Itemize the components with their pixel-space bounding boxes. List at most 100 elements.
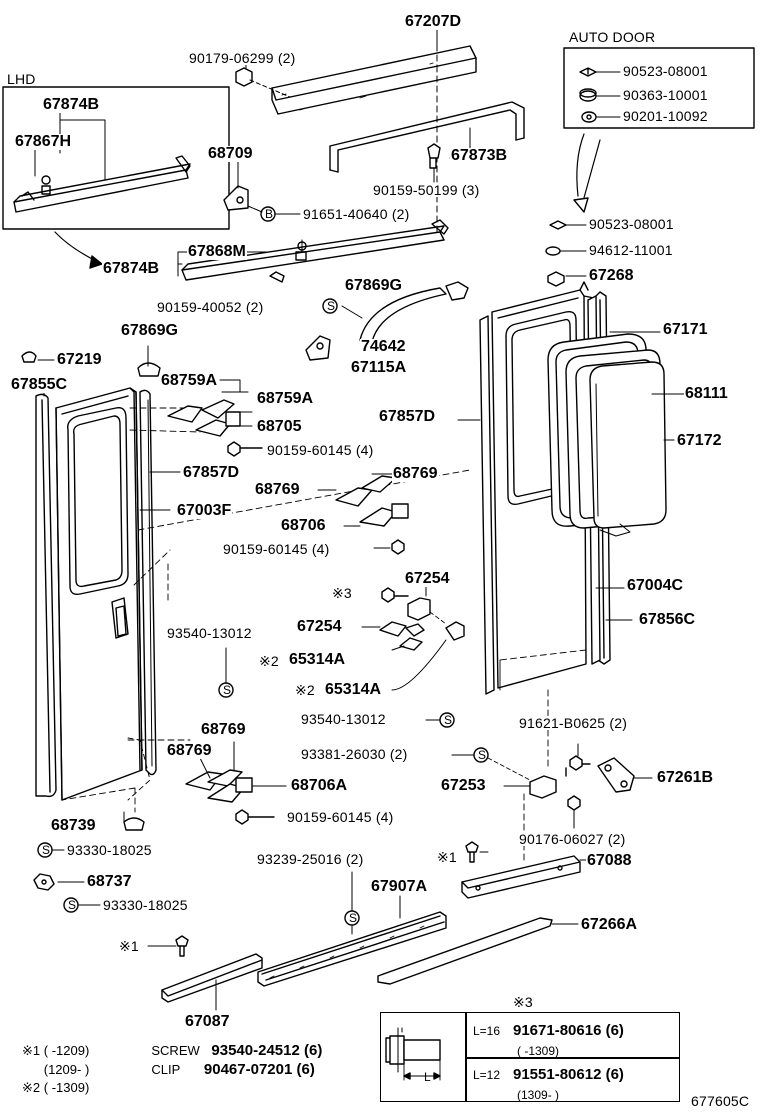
part-label: 90523-08001 [622,63,709,79]
marker-s: S [223,683,232,697]
part-label: 90363-10001 [622,87,709,103]
note3-row: L=12 91551-80612 (6) (1309- ) [473,1066,624,1101]
part-label: 90176-06027 (2) [518,831,627,847]
marker-s: S [68,898,77,912]
part-label: 67003F [176,502,233,519]
part-label: 68111 [684,385,729,402]
part-label: 68769 [254,481,301,498]
part-label: 93330-18025 [66,842,153,858]
part-label: 68737 [86,873,133,890]
part-label: 67087 [184,1013,231,1030]
marker-note1: ※1 [118,938,140,954]
marker-s: S [478,748,487,762]
part-label: 67874B [102,260,161,277]
marker-s: S [327,299,336,313]
rail-67874B [181,219,449,283]
marker-note3: ※3 [331,585,353,601]
part-label: 67261B [656,769,715,786]
marker-note2: ※2 [258,653,280,669]
panel-67207D [271,45,477,115]
lhd-rail-part [13,155,191,213]
part-label: 68769 [166,742,213,759]
part-label: 68769 [200,721,247,738]
part-label: 68706 [280,517,327,534]
marker-note1: ※1 [436,849,458,865]
part-label: 67172 [676,432,723,449]
part-label: 67268 [588,267,635,284]
strip-67855C [35,393,57,798]
marker-s: S [42,843,51,857]
footnote-1b: ※1 (1209- ) CLIP 90467-07201 (6) [22,1062,315,1077]
part-label: 93381-26030 (2) [300,746,409,762]
marker-b: B [265,207,274,221]
date-range: (1209- ) [43,1062,90,1077]
part-label: 67907A [370,878,429,895]
part-label: 67857D [182,464,241,481]
sill-67907A [257,911,447,987]
part-label: 67868M [187,243,247,260]
part-label: 93330-18025 [102,897,189,913]
part-label: 67253 [440,777,487,794]
part-label: 68759A [160,372,219,389]
part-label: 91621-B0625 (2) [518,715,629,731]
part-label: 67254 [296,618,343,635]
part-label: 67115A [350,359,408,376]
part-number: 91551-80612 (6) [513,1066,624,1083]
part-label: 67171 [662,321,709,338]
part-label: 90159-60145 (4) [286,809,395,825]
part-label: 93540-13012 [166,625,253,641]
part-label: 93239-25016 (2) [256,851,365,867]
note3-row: L=16 91671-80616 (6) ( -1309) [473,1022,624,1057]
part-number: 90467-07201 (6) [203,1061,315,1078]
auto-door-label: AUTO DOOR [568,29,657,45]
part-label: 90159-40052 (2) [156,299,265,315]
marker-s: S [444,713,453,727]
date-range: (1309- ) [517,1088,560,1102]
part-label: 67004C [626,577,685,594]
footnote-mark: ※1 [22,1043,41,1058]
part-label: 67207D [404,13,463,30]
length-value: L=16 [473,1024,501,1038]
footnote-keyword: SCREW [151,1043,200,1058]
part-label: 90159-60145 (4) [266,442,375,458]
footnote-1: ※1 ( -1209) SCREW 93540-24512 (6) [22,1043,322,1058]
dimension-label: L [424,1070,431,1084]
part-label: 68759A [256,390,315,407]
note3-table: L L=16 91671-80616 (6) ( -1309) L=12 91551… [380,1012,680,1102]
glass-67172 [589,361,667,529]
part-label: 67219 [56,351,103,368]
length-value: L=12 [473,1068,501,1082]
part-label: 91651-40640 (2) [302,206,411,222]
diagram-id: 677605C [690,1093,751,1109]
part-label: 67266A [580,916,639,933]
part-label: 68706A [290,777,349,794]
part-label: 67254 [404,570,451,587]
date-range: ( -1309) [517,1044,560,1058]
date-range: ( -1209) [43,1043,90,1058]
part-label: 90159-50199 (3) [372,182,481,198]
part-label: 68709 [207,145,254,162]
part-label: 68769 [392,465,439,482]
footnote-2: ※2 ( -1309) [22,1081,136,1094]
part-label: 67088 [586,852,633,869]
part-label: 94612-11001 [588,242,674,258]
note3-mark: ※3 [512,994,534,1010]
part-number: 91671-80616 (6) [513,1022,624,1039]
part-label: 68739 [50,817,97,834]
part-label: 67869G [344,277,403,294]
footnote-mark: ※2 [22,1080,41,1095]
part-number: 93540-24512 (6) [211,1042,323,1059]
marker-s: S [349,911,358,925]
part-label: 65314A [288,651,347,668]
strip-67873B [329,101,525,173]
part-label: 90179-06299 (2) [188,50,297,66]
footnote-keyword: CLIP [151,1062,181,1077]
part-label: 68705 [256,418,303,435]
part-label: 67856C [638,611,697,628]
part-label: 67857D [378,408,437,425]
part-label: 90523-08001 [588,216,675,232]
part-label: 90201-10092 [622,108,709,124]
part-label: 65314A [324,681,383,698]
